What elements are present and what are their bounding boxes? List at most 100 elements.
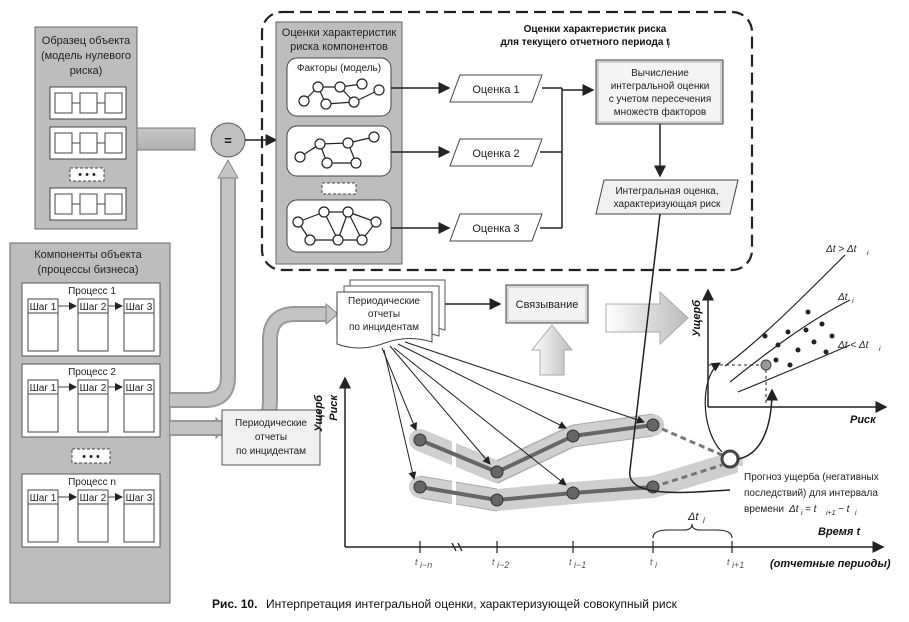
sample-ellipsis-icon: • • • [78, 169, 96, 181]
timeline-y-label-damage: Ущерб [313, 394, 325, 432]
tick-t-i-1-sub: i−1 [574, 560, 586, 570]
delta-t-label: Δt [687, 511, 699, 523]
integral-computation-box: Вычисление интегральной оценки с учетом … [595, 59, 724, 125]
tick-t-i1: t [727, 557, 730, 567]
factors-ellipsis-box [321, 182, 357, 195]
forecast-formula-sub-2: i [855, 510, 857, 517]
estimate-1-label: Оценка 1 [472, 84, 519, 96]
curve-label-greater-sub: i [867, 250, 869, 257]
components-panel: Компоненты объекта (процессы бизнеса) Пр… [9, 242, 171, 604]
process-1-name: Процесс 1 [68, 286, 116, 297]
sample-title-line-1: Образец объекта [42, 35, 131, 47]
components-ellipsis-box [71, 448, 111, 464]
compare-node: = [210, 122, 246, 158]
eval-title-line-2: для текущего отчетного периода t [500, 37, 670, 48]
computation-line-4: множеств факторов [614, 106, 707, 118]
incident-reports-stack: Периодические отчеты по инцидентам [336, 279, 446, 349]
computation-line-1: Вычисление [631, 68, 689, 79]
process-n-name: Процесс n [68, 477, 116, 488]
process-1-step-2: Шаг 2 [80, 302, 107, 313]
tick-t-i-2-sub: i−2 [497, 560, 509, 570]
report-link-arrows [381, 341, 645, 486]
forecast-point [720, 449, 740, 469]
estimate-2-label: Оценка 2 [472, 148, 519, 160]
reports-stack-line-3: по инцидентам [349, 322, 419, 333]
sample-model-block-3 [49, 187, 127, 221]
sample-model-block-1 [49, 86, 127, 120]
components-estimates-title-2: риска компонентов [290, 41, 388, 53]
integral-estimate: Интегральная оценка, характеризующая рис… [595, 179, 739, 215]
components-title-line-2: (процессы бизнеса) [37, 264, 138, 276]
scatter-points [762, 309, 835, 368]
eval-title-subscript: i [668, 41, 670, 50]
up-hollow-arrow [530, 324, 574, 376]
process-1-step-3: Шаг 3 [126, 302, 153, 313]
components-title-line-1: Компоненты объекта [34, 249, 142, 261]
tick-t-i-n-sub: i−n [420, 560, 432, 570]
forecast-formula-dt: Δt [788, 504, 800, 515]
tick-t-i: t [650, 557, 653, 567]
damage-risk-scatter: Ущерб Риск Δt > Δt i Δt i Δt < Δt i [691, 244, 888, 426]
figure-caption: Рис. 10. Интерпретация интегральной оцен… [212, 597, 678, 611]
components-estimates-title-1: Оценки характеристик [282, 27, 397, 39]
caption-label: Рис. 10. [212, 597, 257, 611]
timeline-x-sublabel: (отчетные периоды) [770, 558, 891, 570]
tick-t-i-1: t [569, 557, 572, 567]
tick-t-i-2: t [492, 557, 495, 567]
factor-graph-3 [292, 206, 382, 246]
reports-stack-line-2: отчеты [368, 309, 400, 320]
factor-graph-2 [294, 131, 380, 169]
forecast-formula-tail: − t [838, 504, 851, 515]
forecast-line-1: Прогноз ущерба (негативных [744, 471, 879, 483]
estimate-1: Оценка 1 [449, 74, 543, 103]
eval-title-line-1: Оценки характеристик риска [524, 24, 667, 35]
forecast-label: Прогноз ущерба (негативных последствий) … [738, 466, 888, 521]
sample-ellipsis-box [69, 167, 105, 182]
curve-label-greater: Δt > Δt [825, 244, 858, 255]
process-2-name: Процесс 2 [68, 367, 116, 378]
mid-curve [729, 299, 851, 383]
scatter-x-label: Риск [850, 414, 877, 426]
equals-symbol: = [224, 133, 232, 148]
tick-t-i1-sub: i+1 [732, 560, 744, 570]
sample-model-block-2 [49, 126, 127, 160]
timeline-x-label: Время t [818, 526, 861, 538]
reports-box-line-2: отчеты [255, 432, 287, 443]
lower-bound-curve [737, 344, 851, 393]
forecast-formula-sub-1: i+1 [826, 510, 836, 517]
forecast-to-scatter-left-curve [704, 362, 723, 453]
forecast-line-3-prefix: времени [744, 504, 784, 515]
forecast-line-2: последствий) для интервала [744, 488, 878, 499]
forecast-formula-dt-sub: i [801, 510, 803, 517]
forecast-to-scatter-curve [737, 388, 778, 460]
process-2-step-3: Шаг 3 [126, 383, 153, 394]
timeline-axes: Ущерб Риск Время t (отчетные периоды) t … [313, 376, 891, 570]
linking-box: Связывание [505, 284, 589, 324]
process-2: Процесс 2 Шаг 1 Шаг 2 Шаг 3 [21, 363, 161, 438]
factor-graph-1 [298, 78, 385, 110]
process-n-step-3: Шаг 3 [126, 493, 153, 504]
process-1: Процесс 1 Шаг 1 Шаг 2 Шаг 3 [21, 282, 161, 357]
risk-evaluation-group: Оценки характеристик риска для текущего … [260, 10, 754, 272]
process-n: Процесс n Шаг 1 Шаг 2 Шаг 3 [21, 473, 161, 548]
integral-line-1: Интегральная оценка, [615, 186, 718, 197]
computation-line-3: с учетом пересечения [609, 94, 712, 105]
curve-label-equal: Δt [837, 292, 849, 303]
scatter-y-label: Ущерб [691, 299, 703, 337]
integral-to-forecast-curve [629, 213, 731, 494]
caption-text: Интерпретация интегральной оценки, харак… [266, 597, 678, 611]
process-2-step-1: Шаг 1 [30, 383, 57, 394]
reports-box-line-3: по инцидентам [236, 446, 306, 457]
process-n-step-1: Шаг 1 [30, 493, 57, 504]
estimate-3-label: Оценка 3 [472, 223, 519, 235]
estimate-2: Оценка 2 [449, 138, 543, 167]
factors-model-label: Факторы (модель) [297, 63, 381, 74]
curve-label-equal-sub: i [852, 298, 854, 305]
curve-label-less-sub: i [879, 346, 881, 353]
process-n-step-2: Шаг 2 [80, 493, 107, 504]
linking-label: Связывание [516, 299, 579, 311]
reports-box-line-1: Периодические [235, 418, 307, 429]
components-ellipsis-icon: • • • [82, 451, 100, 463]
